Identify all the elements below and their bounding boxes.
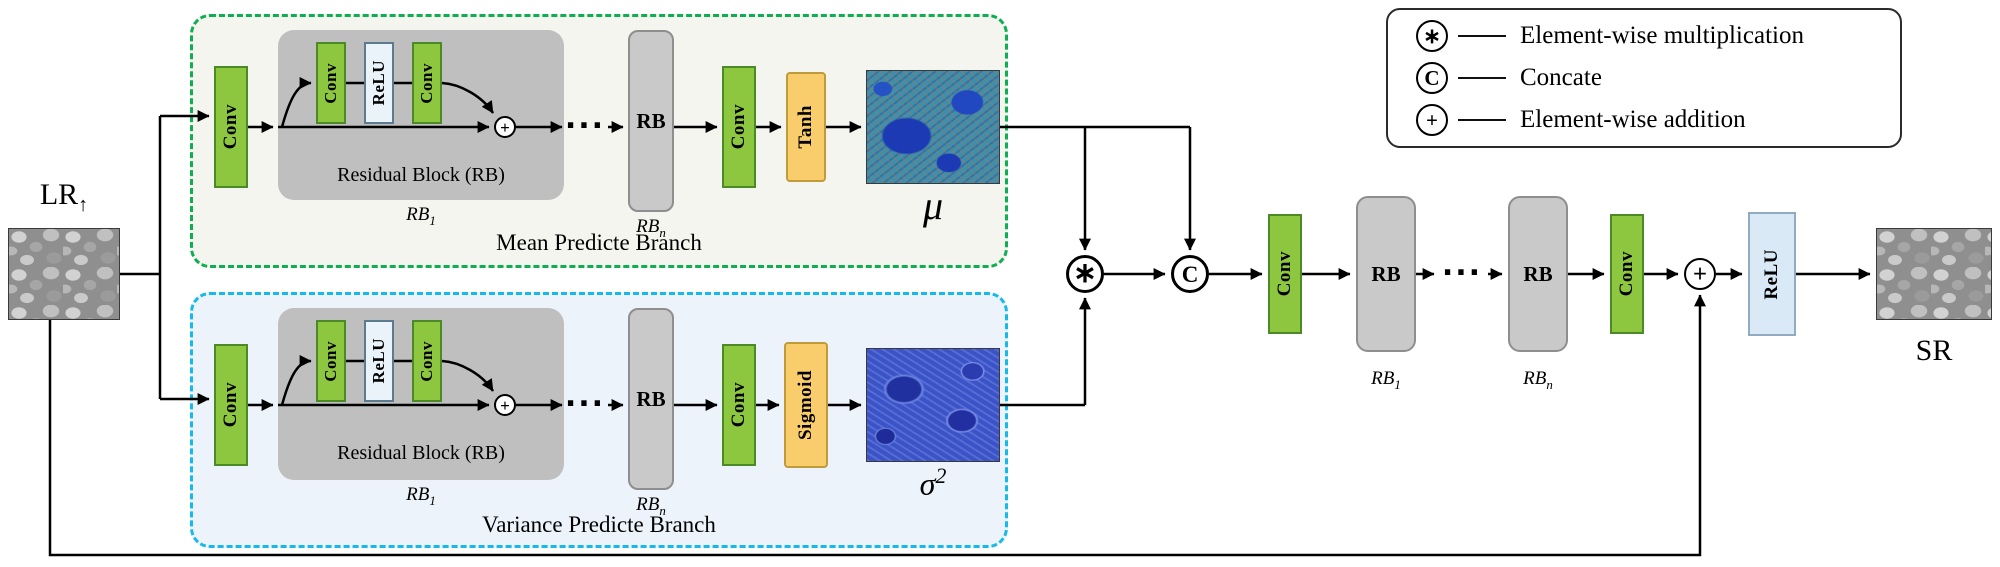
conv-label: Conv	[220, 382, 241, 428]
legend-item-label: Element-wise multiplication	[1520, 22, 1804, 49]
concat-glyph: C	[1424, 65, 1440, 90]
legend-item-addition: + Element-wise addition	[1416, 104, 1900, 136]
legend-item-label: Concate	[1520, 64, 1602, 91]
lr-label: LR↑	[8, 178, 120, 217]
variance-branch-title: Variance Predicte Branch	[482, 512, 716, 537]
mean-rbn-label: RBn	[606, 216, 696, 241]
mean-residual-block-caption: Residual Block (RB)	[337, 164, 505, 186]
rb1-label-text: RB	[1371, 368, 1395, 389]
sigma-label-sup: 2	[935, 464, 947, 488]
variance-rb-conv-b-block: Conv	[412, 320, 442, 402]
conv-label: Conv	[321, 340, 340, 382]
conv-label: Conv	[417, 62, 436, 104]
recon-rbn-label: RBn	[1508, 368, 1568, 393]
mean-tanh-block: Tanh	[786, 72, 826, 182]
legend-connector-line	[1458, 119, 1506, 121]
plus-glyph: +	[500, 117, 510, 137]
sigma-label: σ2	[866, 464, 1000, 503]
plus-glyph: +	[1692, 260, 1708, 288]
mu-map-image	[866, 70, 1000, 184]
variance-rb-relu-block: ReLU	[364, 320, 394, 402]
mean-rb-conv-b-block: Conv	[412, 42, 442, 124]
multiply-icon: ∗	[1416, 20, 1448, 52]
recon-relu-block: ReLU	[1748, 212, 1796, 336]
variance-conv-out-block: Conv	[722, 344, 756, 466]
recon-rb2-block: RB	[1508, 196, 1568, 352]
mean-rb-conv-a-block: Conv	[316, 42, 346, 124]
mean-branch-title: Mean Predicte Branch	[496, 230, 702, 255]
rb1-label-sub: 1	[429, 212, 436, 228]
variance-rbn-label: RBn	[606, 494, 696, 519]
variance-ellipsis: ...	[564, 379, 606, 414]
mean-rb-relu-block: ReLU	[364, 42, 394, 124]
conv-label: Conv	[728, 104, 749, 150]
rbn-label-text: RB	[1523, 368, 1547, 389]
relu-label: ReLU	[369, 60, 388, 106]
variance-rb1-label: RB1	[278, 484, 564, 509]
conv-label: Conv	[417, 340, 436, 382]
rb1-label-text: RB	[406, 204, 430, 225]
variance-rb-n-block: RB	[628, 308, 674, 490]
concat-icon: C	[1416, 62, 1448, 94]
rbn-label-text: RB	[636, 494, 660, 515]
relu-label: ReLU	[369, 338, 388, 384]
recon-conv-in-block: Conv	[1268, 214, 1302, 334]
elementwise-multiply-icon: ∗	[1066, 255, 1104, 293]
concat-glyph: C	[1181, 261, 1199, 287]
conv-label: Conv	[1616, 251, 1637, 297]
rbn-label-sub: n	[1546, 376, 1553, 392]
recon-rb1-block: RB	[1356, 196, 1416, 352]
multiply-glyph: ∗	[1073, 258, 1097, 289]
variance-rb-add-icon: +	[494, 394, 516, 416]
plus-glyph: +	[500, 395, 510, 415]
recon-conv-out-block: Conv	[1610, 214, 1644, 334]
recon-ellipsis: ...	[1441, 248, 1483, 283]
mean-rb-add-icon: +	[494, 116, 516, 138]
rb1-label-sub: 1	[1394, 376, 1401, 392]
conv-label: Conv	[728, 382, 749, 428]
variance-conv-in-block: Conv	[214, 344, 248, 466]
mean-rb-n-block: RB	[628, 30, 674, 212]
mean-conv-in-block: Conv	[214, 66, 248, 188]
recon-rb1-label: RB1	[1356, 368, 1416, 393]
plus-icon: +	[1416, 104, 1448, 136]
legend-item-multiplication: ∗ Element-wise multiplication	[1416, 20, 1900, 52]
lr-label-text: LR	[39, 178, 79, 211]
legend-item-label: Element-wise addition	[1520, 106, 1746, 133]
sr-label: SR	[1915, 334, 1953, 367]
lr-image	[8, 228, 120, 320]
conv-label: Conv	[1274, 251, 1295, 297]
variance-sigmoid-block: Sigmoid	[784, 342, 828, 468]
mean-rb1-label: RB1	[278, 204, 564, 229]
upsample-arrow: ↑	[78, 194, 89, 216]
mean-conv-out-block: Conv	[722, 66, 756, 188]
global-add-icon: +	[1684, 258, 1716, 290]
conv-label: Conv	[220, 104, 241, 150]
legend-item-concate: C Concate	[1416, 62, 1900, 94]
rb1-label-text: RB	[406, 484, 430, 505]
concat-icon: C	[1171, 255, 1209, 293]
legend-connector-line	[1458, 35, 1506, 37]
legend-connector-line	[1458, 77, 1506, 79]
sigmoid-label: Sigmoid	[795, 369, 816, 441]
legend-box: ∗ Element-wise multiplication C Concate …	[1386, 8, 1902, 148]
multiply-glyph: ∗	[1423, 23, 1441, 48]
sr-image	[1876, 228, 1992, 320]
tanh-label: Tanh	[795, 105, 816, 149]
rbn-label-sub: n	[659, 502, 666, 518]
sigma-label-text: σ	[919, 465, 936, 502]
variance-rb-conv-a-block: Conv	[316, 320, 346, 402]
rb1-label-sub: 1	[429, 492, 436, 508]
variance-residual-block-caption: Residual Block (RB)	[337, 442, 505, 464]
plus-glyph: +	[1426, 107, 1438, 132]
sigma-map-image	[866, 348, 1000, 462]
rbn-label-sub: n	[659, 224, 666, 240]
conv-label: Conv	[321, 62, 340, 104]
mu-label: μ	[922, 183, 944, 228]
relu-label: ReLU	[1761, 248, 1782, 300]
rbn-label-text: RB	[636, 216, 660, 237]
mean-ellipsis: ...	[564, 101, 606, 136]
